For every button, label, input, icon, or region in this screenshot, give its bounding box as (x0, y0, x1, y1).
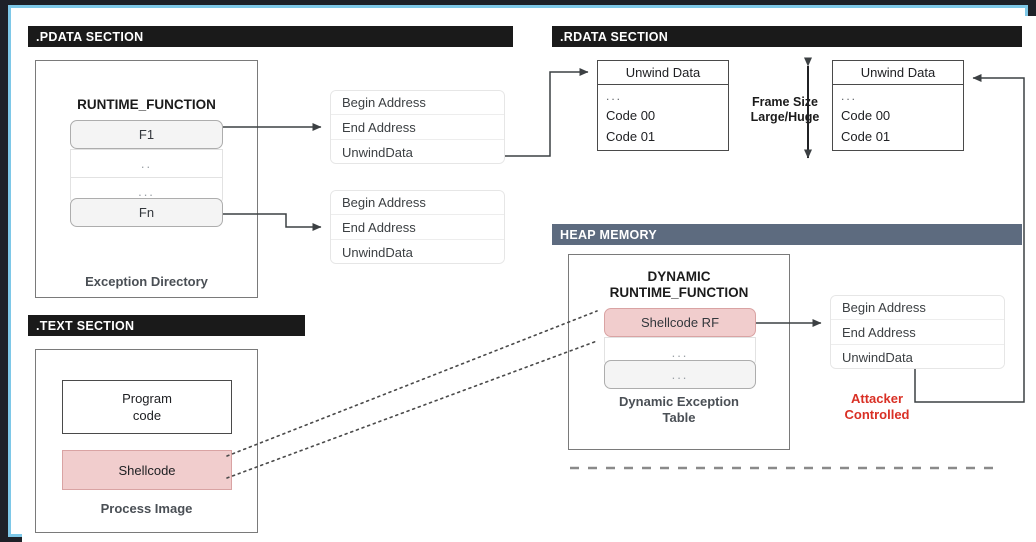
connector-record-f1-to-unwind-left (505, 68, 589, 157)
program-code-block: Program code (62, 380, 232, 434)
section-header-rdata: .RDATA SECTION (552, 26, 1022, 47)
record-fn-begin-address: Begin Address (331, 191, 504, 215)
record-f1-end-address: End Address (331, 115, 504, 140)
shellcode-block[interactable]: Shellcode (62, 450, 232, 490)
record-fn-unwind-data: UnwindData (331, 240, 504, 263)
runtime-function-record-f1: Begin Address End Address UnwindData (330, 90, 505, 164)
record-shellcode-end-address: End Address (831, 320, 1004, 345)
record-f1-end-address-label: End Address (342, 119, 416, 135)
unwind-data-right-line-2: Code 00 (841, 108, 891, 123)
section-header-text: .TEXT SECTION (28, 315, 305, 336)
unwind-data-right-body: ... Code 00 Code 01 (833, 85, 963, 147)
unwind-data-left-header: Unwind Data (598, 61, 728, 85)
exception-directory-caption: Exception Directory (85, 274, 208, 289)
dynamic-runtime-function-title-line-2: RUNTIME_FUNCTION (609, 285, 749, 300)
process-image-caption: Process Image (100, 501, 193, 516)
unwind-data-right-line-3: Code 01 (841, 129, 891, 144)
dotted-link-shellcode-top (226, 310, 598, 457)
record-f1-unwind-data-label: UnwindData (342, 145, 413, 160)
dynamic-runtime-function-title: DYNAMIC RUNTIME_FUNCTION (568, 269, 790, 301)
runtime-function-row-ellipsis-2-label: ... (138, 183, 155, 199)
section-header-pdata: .PDATA SECTION (28, 26, 513, 47)
connector-fn-to-record (223, 213, 322, 231)
record-f1-begin-address-label: Begin Address (342, 95, 426, 110)
diagram-inner-border: .PDATA SECTION .RDATA SECTION .TEXT SECT… (8, 5, 1036, 542)
unwind-data-right-line-1: ... (841, 89, 858, 103)
shellcode-record-card: Begin Address End Address UnwindData (830, 295, 1005, 369)
unwind-data-left-line-3: Code 01 (606, 129, 656, 144)
unwind-data-left-box: Unwind Data ... Code 00 Code 01 (597, 60, 729, 151)
program-code-line-1: Program (122, 391, 172, 406)
shellcode-block-label: Shellcode (118, 462, 176, 478)
dynamic-exception-table-caption: Dynamic Exception Table (568, 394, 790, 426)
dynamic-runtime-function-title-line-1: DYNAMIC (647, 269, 711, 284)
record-f1-unwind-data: UnwindData (331, 140, 504, 163)
dynamic-exception-table-caption-line-1: Dynamic Exception (619, 394, 739, 409)
unwind-data-right-header: Unwind Data (833, 61, 963, 85)
runtime-function-row-fn-label: Fn (138, 205, 155, 220)
record-shellcode-begin-address-label: Begin Address (842, 300, 926, 315)
record-fn-end-address-label: End Address (342, 219, 416, 235)
unwind-data-right-box: Unwind Data ... Code 00 Code 01 (832, 60, 964, 151)
connector-attacker-record-to-unwind-right (914, 74, 1025, 403)
dynamic-row-shellcode-rf-label: Shellcode RF (640, 315, 720, 330)
section-header-text-label: .TEXT SECTION (36, 318, 135, 333)
unwind-data-left-line-1: ... (606, 89, 623, 103)
process-image-box (35, 349, 258, 533)
runtime-function-row-ellipsis-1: .. (70, 149, 223, 177)
runtime-function-record-fn: Begin Address End Address UnwindData (330, 190, 505, 264)
record-shellcode-begin-address: Begin Address (831, 296, 1004, 320)
frame-size-label-line-1: Frame Size (751, 95, 818, 109)
diagram-canvas: .PDATA SECTION .RDATA SECTION .TEXT SECT… (22, 16, 1036, 542)
connector-overlay (223, 57, 1025, 479)
dynamic-row-ellipsis-1-label: ... (671, 344, 689, 360)
record-fn-end-address: End Address (331, 215, 504, 240)
runtime-function-row-f1[interactable]: F1 (70, 120, 223, 149)
record-shellcode-end-address-label: End Address (842, 324, 916, 340)
dynamic-exception-table-caption-line-2: Table (662, 410, 696, 425)
dynamic-runtime-function-list: Shellcode RF ... ... (604, 308, 756, 389)
unwind-data-left-body: ... Code 00 Code 01 (598, 85, 728, 147)
frame-size-label-line-2: Large/Huge (750, 110, 820, 124)
section-header-pdata-label: .PDATA SECTION (36, 29, 144, 44)
runtime-function-title: RUNTIME_FUNCTION (77, 97, 216, 112)
program-code-line-2: code (132, 408, 162, 423)
unwind-data-left-line-2: Code 00 (606, 108, 656, 123)
dynamic-row-ellipsis-2-label: ... (671, 367, 689, 382)
runtime-function-list: F1 .. ... Fn (70, 120, 223, 227)
section-header-rdata-label: .RDATA SECTION (560, 29, 669, 44)
attacker-controlled-note: Attacker Controlled (822, 391, 932, 423)
runtime-function-row-f1-label: F1 (138, 127, 155, 142)
section-header-heap: HEAP MEMORY (552, 224, 1022, 245)
section-header-heap-label: HEAP MEMORY (560, 227, 658, 242)
dotted-link-shellcode-bottom (226, 340, 598, 479)
dynamic-row-ellipsis-2: ... (604, 360, 756, 389)
runtime-function-row-ellipsis-1-label: .. (140, 156, 153, 171)
frame-size-label: Frame Size Large/Huge (740, 95, 830, 125)
record-shellcode-unwind-data-label: UnwindData (842, 350, 913, 365)
record-fn-begin-address-label: Begin Address (342, 195, 426, 210)
record-fn-unwind-data-label: UnwindData (342, 245, 413, 260)
attacker-controlled-note-line-1: Attacker (850, 391, 904, 406)
record-f1-begin-address: Begin Address (331, 91, 504, 115)
runtime-function-row-fn[interactable]: Fn (70, 198, 223, 227)
record-shellcode-unwind-data: UnwindData (831, 345, 1004, 368)
dynamic-row-shellcode-rf[interactable]: Shellcode RF (604, 308, 756, 337)
attacker-controlled-note-line-2: Controlled (844, 407, 910, 422)
